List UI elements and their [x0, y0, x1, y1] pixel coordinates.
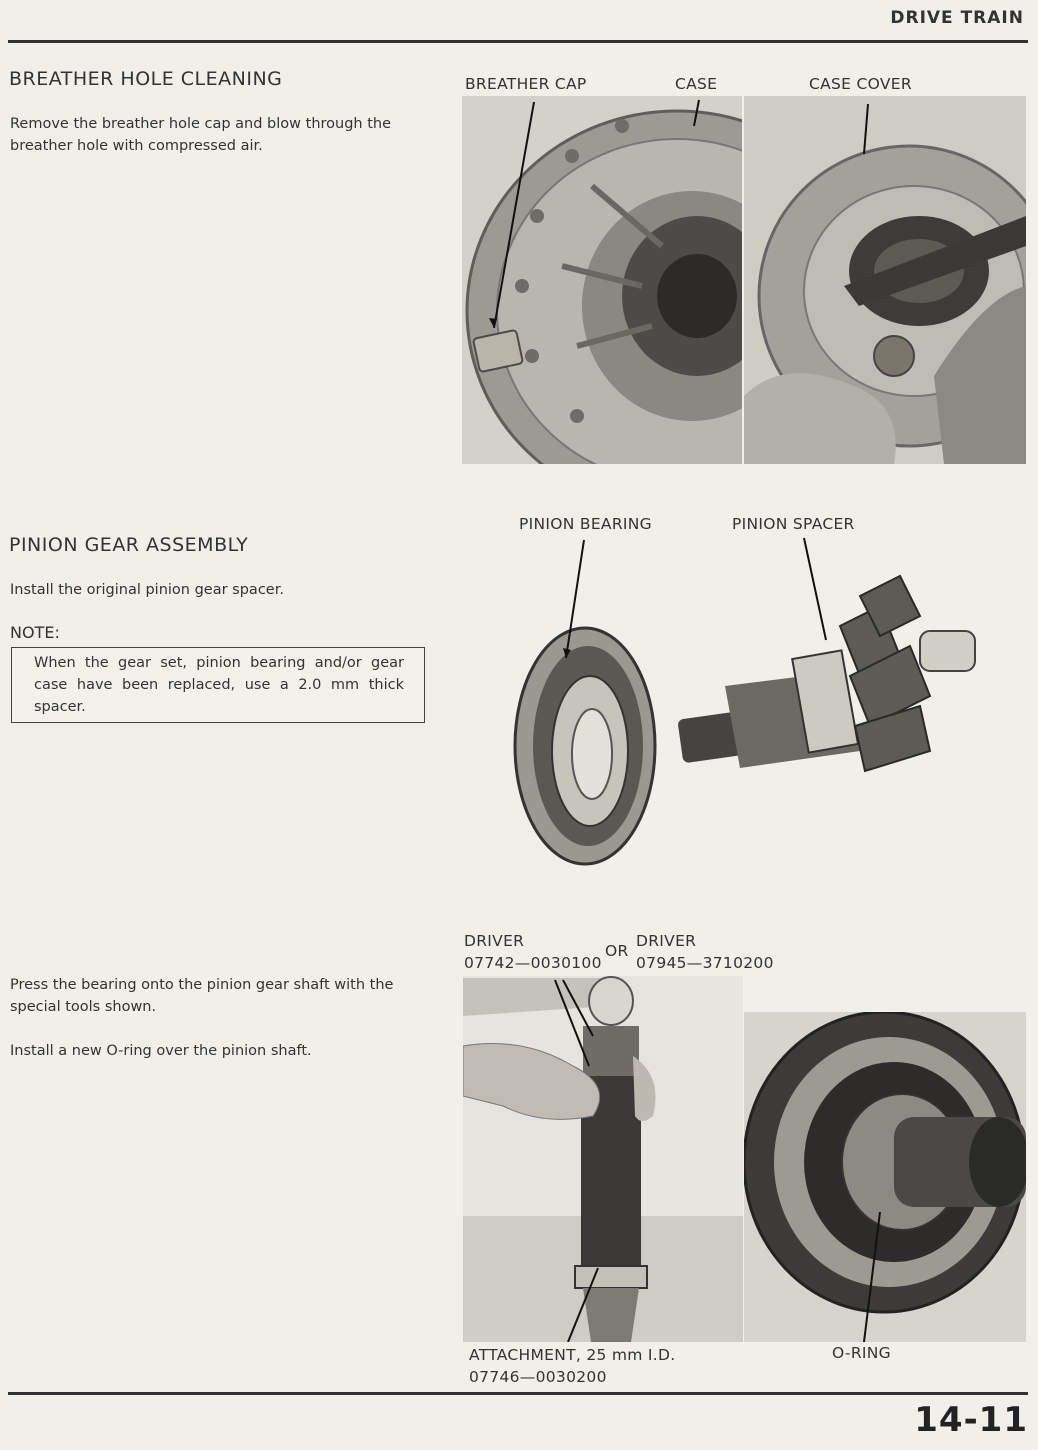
label-breather-cap: BREATHER CAP [465, 75, 587, 93]
label-case-cover: CASE COVER [809, 75, 912, 93]
label-attachment-part-number: 07746—0030200 [469, 1368, 607, 1386]
label-case: CASE [675, 75, 718, 93]
breather-heading: BREATHER HOLE CLEANING [9, 68, 283, 90]
label-driver-2: DRIVER [636, 932, 697, 950]
oring-instructions: Install a new O-ring over the pinion sha… [10, 1043, 312, 1059]
photo-case-cover-cleaning [744, 96, 1026, 464]
page-number: 14-11 [914, 1400, 1028, 1440]
label-pinion-bearing: PINION BEARING [519, 515, 652, 533]
label-pinion-spacer: PINION SPACER [732, 515, 855, 533]
header-rule [8, 40, 1028, 43]
photo-pinion-bearing-and-gear [500, 536, 1000, 886]
press-instructions: Press the bearing onto the pinion gear s… [10, 977, 394, 1015]
photo-driver-press [463, 976, 743, 1342]
label-o-ring: O-RING [832, 1344, 891, 1362]
label-driver-1: DRIVER [464, 932, 525, 950]
label-driver-1-part-number: 07742—0030100 [464, 954, 602, 972]
label-or: OR [605, 942, 629, 960]
breather-instructions: Remove the breather hole cap and blow th… [10, 116, 392, 154]
pinion-instructions: Install the original pinion gear spacer. [10, 582, 284, 598]
pinion-heading: PINION GEAR ASSEMBLY [9, 534, 249, 556]
section-title: DRIVE TRAIN [890, 8, 1024, 28]
photo-case-breather-cap [462, 96, 742, 464]
photo-bearing-oring [744, 1012, 1026, 1342]
label-attachment: ATTACHMENT, 25 mm I.D. [469, 1346, 676, 1364]
footer-rule [8, 1392, 1028, 1395]
note-label: NOTE: [10, 623, 60, 642]
note-box: When the gear set, pinion bearing and/or… [11, 647, 425, 723]
label-driver-2-part-number: 07945—3710200 [636, 954, 774, 972]
